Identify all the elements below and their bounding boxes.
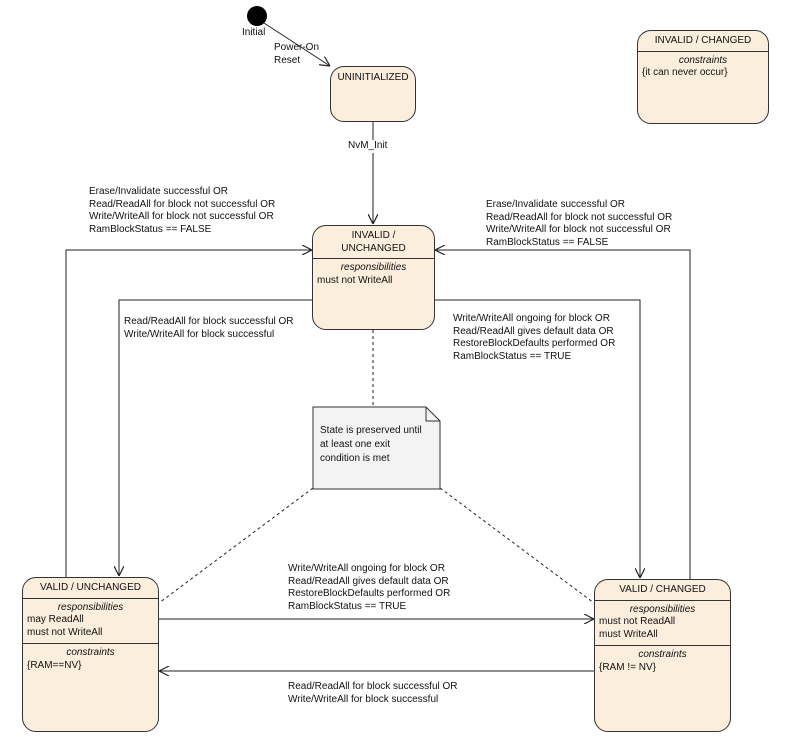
compartment-divider <box>23 643 158 644</box>
state-valid-changed: VALID / CHANGED responsibilities must no… <box>594 579 731 732</box>
constraints-compartment: constraints {it can never occur} <box>642 54 728 79</box>
state-title: UNINITIALIZED <box>337 72 409 83</box>
transition-iu-to-vc <box>435 299 640 578</box>
label-power-on: Power-On Reset <box>274 42 320 66</box>
note-fold <box>425 407 440 422</box>
initial-node <box>247 6 267 26</box>
compartment-divider <box>23 597 158 599</box>
compartment-divider <box>595 599 730 601</box>
state-title: VALID / UNCHANGED <box>40 582 141 593</box>
initial-label: Initial <box>242 27 266 38</box>
label-vc-to-vu: Read/ReadAll for block successful OR Wri… <box>288 681 458 705</box>
note-shape <box>312 406 441 490</box>
constraints-compartment: constraints {RAM != NV} <box>599 649 687 673</box>
responsibilities-compartment: responsibilities may ReadAll must not Wr… <box>27 601 124 638</box>
transition-vc-to-iu <box>435 250 691 580</box>
responsibilities-compartment: responsibilities must not ReadAll must W… <box>599 603 696 640</box>
label-vu-to-vc: Write/WriteAll ongoing for block OR Read… <box>288 563 451 612</box>
state-invalid-changed: INVALID / CHANGED constraints {it can ne… <box>637 30 769 124</box>
compartment-divider <box>595 645 730 646</box>
transition-power-on <box>263 22 330 66</box>
state-valid-unchanged: VALID / UNCHANGED responsibilities may R… <box>22 577 159 732</box>
note-text: State is preserved until at least one ex… <box>320 425 422 464</box>
state-title: VALID / CHANGED <box>619 584 706 595</box>
state-title: INVALID / UNCHANGED <box>341 230 406 254</box>
state-invalid-unchanged: INVALID / UNCHANGED responsibilities mus… <box>312 225 435 330</box>
label-vc-to-iu: Erase/Invalidate successful OR Read/Read… <box>486 199 673 248</box>
compartment-divider <box>638 50 768 52</box>
label-iu-to-vc: Write/WriteAll ongoing for block OR Read… <box>453 313 616 362</box>
transition-iu-to-vu <box>119 299 312 576</box>
note-anchor-right <box>439 487 595 604</box>
label-nvm-init: NvM_Init <box>347 140 389 153</box>
responsibilities-compartment: responsibilities must not WriteAll <box>317 262 407 286</box>
state-uninitialized: UNINITIALIZED <box>330 66 416 122</box>
constraints-compartment: constraints {RAM==NV} <box>27 647 115 671</box>
label-iu-to-vu: Read/ReadAll for block successful OR Wri… <box>124 316 294 340</box>
note-anchor-left <box>158 487 314 604</box>
state-title: INVALID / CHANGED <box>654 35 752 46</box>
transition-vu-to-iu <box>65 250 312 578</box>
compartment-divider <box>313 258 434 259</box>
label-vu-to-iu: Erase/Invalidate successful OR Read/Read… <box>89 186 276 235</box>
